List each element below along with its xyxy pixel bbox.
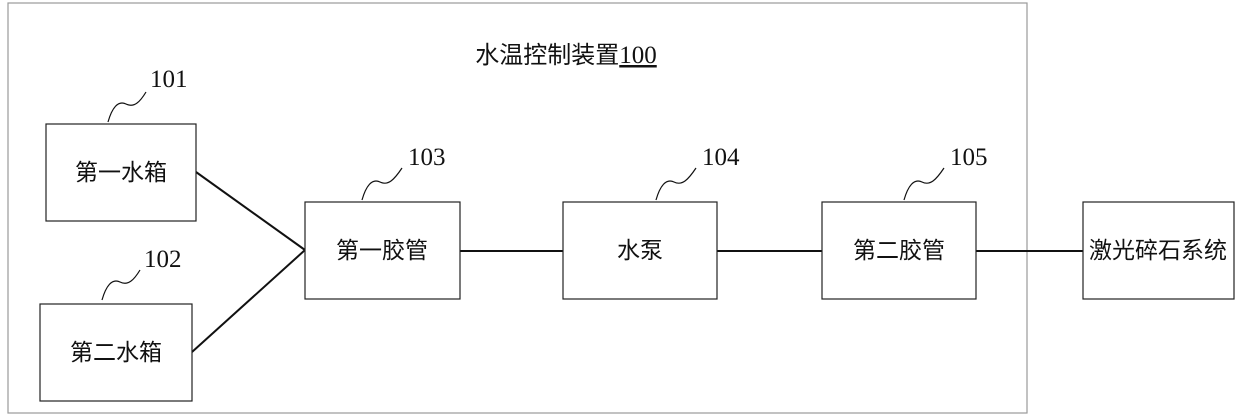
tank2-label: 第二水箱 xyxy=(70,340,162,366)
component-tank2: 102 第二水箱 xyxy=(40,246,192,401)
leader-101 xyxy=(108,92,146,122)
hose2-label: 第二胶管 xyxy=(853,238,945,264)
leader-104 xyxy=(656,168,696,200)
device-title-text: 水温控制装置 xyxy=(475,41,619,69)
tank2-ref: 102 xyxy=(144,246,182,273)
component-hose1: 第一胶管 103 xyxy=(305,144,460,299)
tank1-ref: 101 xyxy=(150,66,188,93)
component-laser-system: 激光碎石系统 xyxy=(1083,202,1234,299)
connection-tank2-hose1 xyxy=(192,250,305,352)
leader-103 xyxy=(362,168,402,200)
laser-system-label: 激光碎石系统 xyxy=(1089,238,1227,264)
device-title-ref: 100 xyxy=(619,42,657,69)
tank1-label: 第一水箱 xyxy=(75,160,167,186)
hose1-ref: 103 xyxy=(408,144,446,171)
pump-label: 水泵 xyxy=(617,238,663,264)
device-title: 水温控制装置100 xyxy=(475,41,657,69)
leader-102 xyxy=(102,270,140,300)
component-hose2: 第二胶管 105 xyxy=(822,144,988,299)
connection-tank1-hose1 xyxy=(196,172,305,250)
hose2-ref: 105 xyxy=(950,144,988,171)
component-tank1: 第一水箱 101 xyxy=(46,66,196,221)
pump-ref: 104 xyxy=(702,144,740,171)
component-pump: 水泵 104 xyxy=(563,144,740,299)
leader-105 xyxy=(904,168,944,200)
hose1-label: 第一胶管 xyxy=(336,238,428,264)
